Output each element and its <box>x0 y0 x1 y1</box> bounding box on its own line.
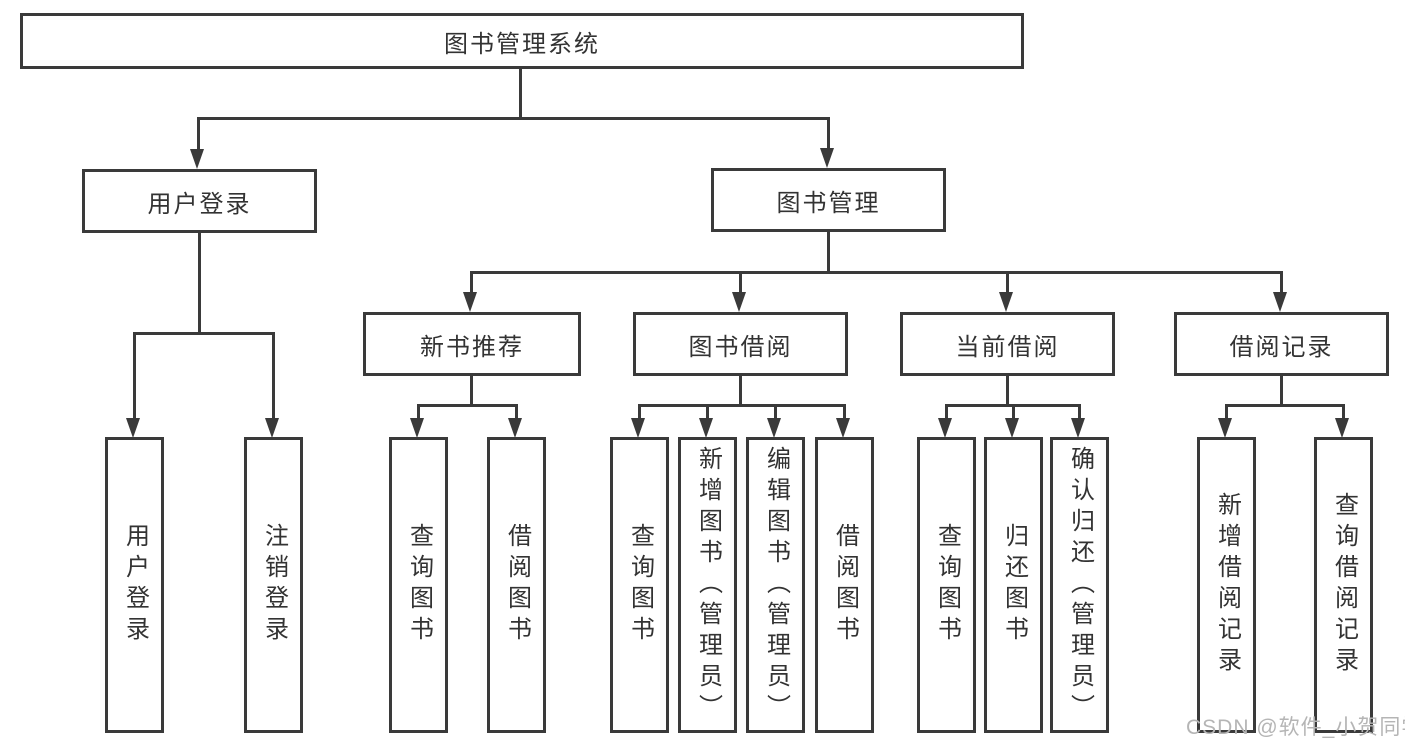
edge-s0-split <box>417 404 518 407</box>
arrow-down-icon <box>126 418 140 438</box>
node-borrow-books-borrowing: 借阅图书 <box>815 437 874 733</box>
leaf-label: 确认归还（管理员） <box>1066 445 1094 725</box>
edge-user-split <box>133 332 275 335</box>
node-add-borrow-record: 新增借阅记录 <box>1197 437 1256 733</box>
node-library-system: 图书管理系统 <box>20 13 1024 69</box>
arrow-down-icon <box>190 149 204 169</box>
node-book-borrowing: 图书借阅 <box>633 312 848 376</box>
edge-root-split <box>197 117 830 120</box>
node-borrow-books-recommend: 借阅图书 <box>487 437 546 733</box>
edge-drop-new-book <box>470 271 473 294</box>
edge-s1-split <box>638 404 846 407</box>
arrow-down-icon <box>836 418 850 438</box>
arrow-down-icon <box>1218 418 1232 438</box>
arrow-down-icon <box>999 292 1013 312</box>
edge-drop <box>945 404 948 419</box>
arrow-down-icon <box>767 418 781 438</box>
node-return-books: 归还图书 <box>984 437 1043 733</box>
arrow-down-icon <box>463 292 477 312</box>
edge-drop-book-borrowing <box>739 271 742 294</box>
leaf-label: 新增借阅记录 <box>1213 492 1241 678</box>
leaf-label: 借阅图书 <box>831 523 859 647</box>
leaf-label: 新增图书（管理员） <box>694 445 722 725</box>
edge-s2-stem <box>1006 376 1009 406</box>
edge-drop <box>1225 404 1228 419</box>
leaf-label: 查询图书 <box>626 523 654 647</box>
edge-drop <box>1012 404 1015 419</box>
edge-book-stem <box>827 232 830 273</box>
leaf-label: 借阅图书 <box>503 523 531 647</box>
arrow-down-icon <box>1335 418 1349 438</box>
node-user-login-leaf: 用户登录 <box>105 437 164 733</box>
arrow-down-icon <box>410 418 424 438</box>
arrow-down-icon <box>820 148 834 168</box>
edge-s0-stem <box>470 376 473 406</box>
edge-s3-split <box>1225 404 1345 407</box>
edge-drop-borrowing-records <box>1280 271 1283 294</box>
edge-drop <box>1342 404 1345 419</box>
node-borrowing-records: 借阅记录 <box>1174 312 1389 376</box>
edge-drop-logout-leaf <box>272 332 275 419</box>
edge-book-split <box>470 271 1283 274</box>
edge-drop <box>706 404 709 419</box>
arrow-down-icon <box>631 418 645 438</box>
leaf-label: 查询借阅记录 <box>1330 492 1358 678</box>
node-logout-leaf: 注销登录 <box>244 437 303 733</box>
arrow-down-icon <box>1005 418 1019 438</box>
leaf-label: 用户登录 <box>121 523 149 647</box>
arrow-down-icon <box>1071 418 1085 438</box>
edge-drop <box>417 404 420 419</box>
watermark-text: CSDN @软件_小贺同学 <box>1186 716 1405 739</box>
edge-drop <box>843 404 846 419</box>
node-confirm-return-admin: 确认归还（管理员） <box>1050 437 1109 733</box>
edge-drop <box>638 404 641 419</box>
arrow-down-icon <box>699 418 713 438</box>
edge-user-stem <box>198 233 201 335</box>
edge-drop-current-borrowing <box>1006 271 1009 294</box>
edge-drop-book-management <box>827 117 830 151</box>
node-query-borrow-record: 查询借阅记录 <box>1314 437 1373 733</box>
node-current-borrowing: 当前借阅 <box>900 312 1115 376</box>
edge-drop-user-login-leaf <box>133 332 136 419</box>
edge-root-stem <box>519 69 522 119</box>
edge-drop <box>515 404 518 419</box>
arrow-down-icon <box>508 418 522 438</box>
node-new-book-recommendation: 新书推荐 <box>363 312 581 376</box>
arrow-down-icon <box>732 292 746 312</box>
node-query-books-recommend: 查询图书 <box>389 437 448 733</box>
arrow-down-icon <box>938 418 952 438</box>
node-user-login: 用户登录 <box>82 169 317 233</box>
arrow-down-icon <box>265 418 279 438</box>
leaf-label: 查询图书 <box>933 523 961 647</box>
node-edit-books-admin: 编辑图书（管理员） <box>746 437 805 733</box>
edge-s1-stem <box>739 376 742 406</box>
edge-s3-stem <box>1280 376 1283 406</box>
leaf-label: 查询图书 <box>405 523 433 647</box>
edge-drop-user-login <box>197 117 200 151</box>
node-book-management: 图书管理 <box>711 168 946 232</box>
node-add-books-admin: 新增图书（管理员） <box>678 437 737 733</box>
node-query-books-borrowing: 查询图书 <box>610 437 669 733</box>
edge-drop <box>1078 404 1081 419</box>
leaf-label: 编辑图书（管理员） <box>762 445 790 725</box>
node-query-books-current: 查询图书 <box>917 437 976 733</box>
arrow-down-icon <box>1273 292 1287 312</box>
leaf-label: 注销登录 <box>260 523 288 647</box>
edge-drop <box>774 404 777 419</box>
leaf-label: 归还图书 <box>1000 523 1028 647</box>
